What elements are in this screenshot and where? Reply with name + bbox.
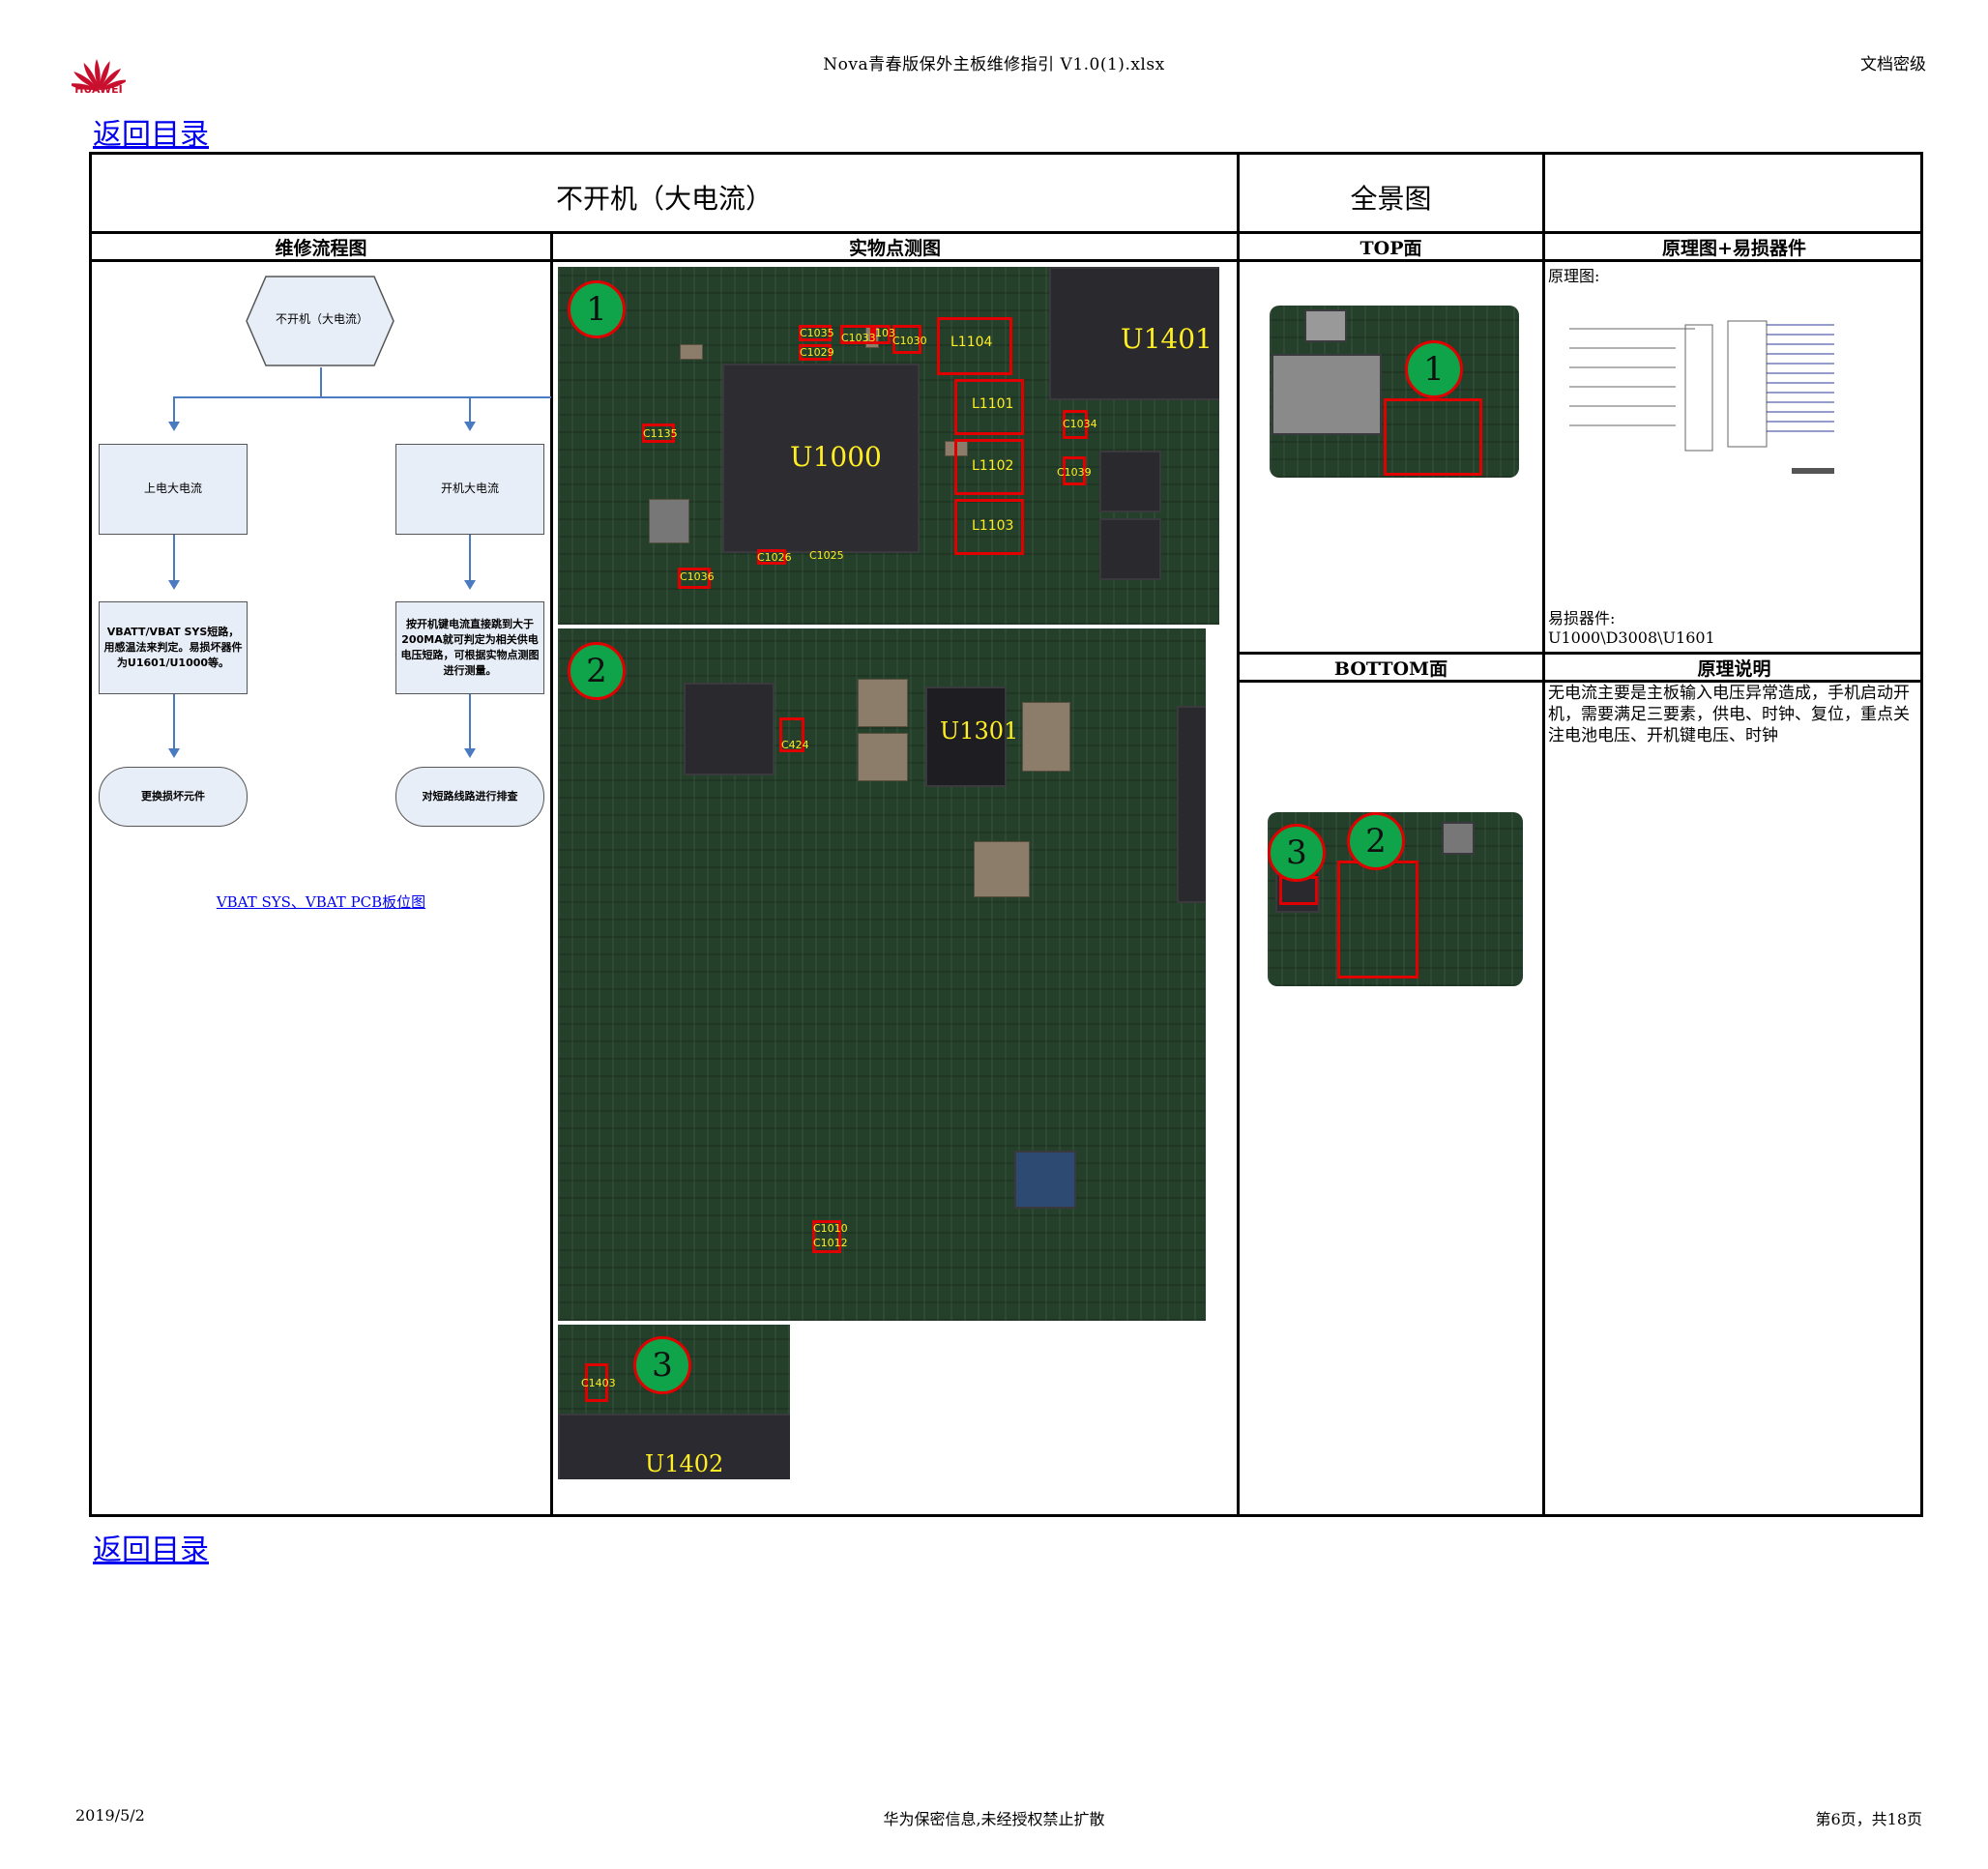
back-to-contents-link-bottom[interactable]: 返回目录 (93, 1533, 209, 1567)
area-badge-2: 2 (568, 642, 626, 700)
back-to-contents-link-top[interactable]: 返回目录 (93, 118, 209, 152)
footer-date: 2019/5/2 (75, 1806, 145, 1825)
label-c1035: C1035 (800, 327, 834, 339)
panorama-title: 全景图 (1350, 183, 1432, 215)
pcb-photo-area-2: C424 U1301 C1010 C1012 2 (558, 628, 1206, 1321)
label-l1101: L1101 (972, 396, 1014, 412)
label-c1025: C1025 (809, 549, 844, 562)
label-c1135: C1135 (643, 427, 678, 440)
schematic-thumbnail (1560, 304, 1850, 478)
col-header-schematic: 原理图+易损器件 (1662, 238, 1806, 259)
parts-label: 易损器件: (1548, 609, 1616, 628)
bottom-badge-3: 3 (1268, 824, 1326, 882)
label-c1030: C1030 (892, 335, 927, 347)
pcb-photo-area-3: C1403 U1402 3 (558, 1325, 790, 1479)
repair-guide-table: 不开机（大电流） 全景图 维修流程图 实物点测图 TOP面 原理图+易损器件 B… (89, 152, 1923, 1517)
label-u1301: U1301 (940, 717, 1019, 745)
security-level: 文档密级 (1860, 55, 1926, 74)
label-l1102: L1102 (972, 458, 1014, 474)
flow-right-branch: 开机大电流 (395, 444, 544, 535)
file-title: Nova青春版保外主板维修指引 V1.0(1).xlsx (823, 55, 1165, 74)
main-title: 不开机（大电流） (555, 183, 773, 215)
col-header-photo: 实物点测图 (848, 238, 941, 259)
label-c1033: C1033 (841, 332, 876, 344)
area-badge-3: 3 (633, 1336, 691, 1394)
label-u1401: U1401 (1121, 323, 1213, 355)
label-c1029: C1029 (800, 346, 834, 359)
huawei-logo-text: HUAWEI (74, 83, 123, 96)
vbat-pcb-link[interactable]: VBAT SYS、VBAT PCB板位图 (216, 893, 426, 911)
label-c1036: C1036 (680, 570, 715, 583)
label-c1403: C1403 (581, 1377, 616, 1389)
flow-left-end: 更换损坏元件 (99, 767, 248, 827)
flow-left-step: VBATT/VBAT SYS短路，用感温法来判定。易损坏器件为U1601/U10… (99, 601, 248, 694)
principle-text: 无电流主要是主板输入电压异常造成，手机启动开机，需要满足三要素，供电、时钟、复位… (1548, 684, 1910, 745)
top-badge-1: 1 (1405, 340, 1463, 398)
footer-confidential: 华为保密信息,未经授权禁止扩散 (883, 1810, 1105, 1828)
huawei-logo-icon (72, 59, 126, 91)
label-103: 103 (875, 327, 895, 339)
flow-right-end: 对短路线路进行排查 (395, 767, 544, 827)
label-c1034: C1034 (1063, 418, 1097, 430)
flow-start-hexagon (246, 276, 395, 366)
schematic-label: 原理图: (1548, 267, 1600, 285)
footer-page-number: 第6页，共18页 (1815, 1810, 1922, 1828)
col-header-top: TOP面 (1359, 238, 1422, 259)
pcb-photo-area-1: C1035 C1029 C1033 103 C1030 L1104 U1401 … (558, 267, 1219, 625)
parts-list: U1000\D3008\U1601 (1548, 628, 1715, 647)
label-c1012: C1012 (813, 1237, 848, 1249)
col-header-bottom: BOTTOM面 (1333, 658, 1448, 680)
flow-left-branch: 上电大电流 (99, 444, 248, 535)
flow-right-step: 按开机键电流直接跳到大于200MA就可判定为相关供电电压短路，可根据实物点测图进… (395, 601, 544, 694)
label-l1104: L1104 (950, 335, 993, 350)
flow-start-text: 不开机（大电流） (276, 312, 369, 327)
label-c1039: C1039 (1057, 466, 1092, 479)
bottom-board-photo: 3 2 (1268, 812, 1523, 986)
label-c424: C424 (781, 739, 809, 751)
label-u1402: U1402 (645, 1450, 724, 1477)
bottom-badge-2: 2 (1347, 812, 1405, 870)
top-board-photo: 1 (1270, 306, 1519, 478)
col-header-principle: 原理说明 (1697, 658, 1771, 680)
label-c1026: C1026 (757, 551, 792, 564)
col-header-flowchart: 维修流程图 (275, 238, 367, 259)
label-u1000: U1000 (790, 441, 882, 473)
label-c1010: C1010 (813, 1222, 848, 1235)
label-l1103: L1103 (972, 518, 1014, 534)
area-badge-1: 1 (568, 280, 626, 338)
